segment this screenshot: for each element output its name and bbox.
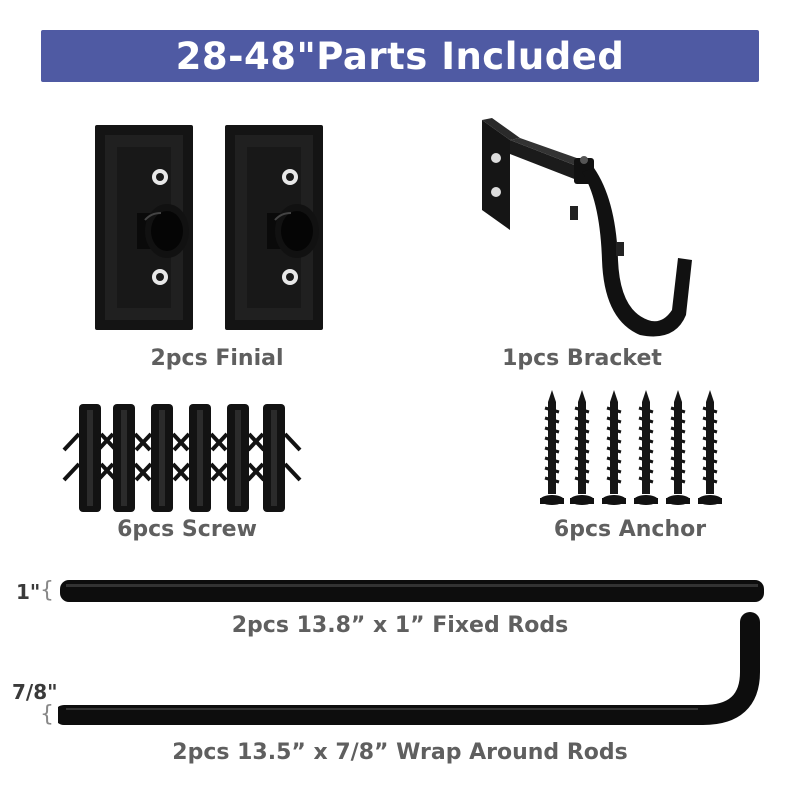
wrap-rod-diameter-label: 7/8" bbox=[12, 680, 58, 704]
finial-caption: 2pcs Finial bbox=[150, 346, 284, 371]
screw-image bbox=[62, 402, 302, 514]
anchor-image bbox=[538, 388, 724, 507]
finial-image bbox=[94, 124, 324, 330]
fixed-rods-caption: 2pcs 13.8” x 1” Fixed Rods bbox=[231, 613, 569, 638]
fixed-rod-brace: { bbox=[40, 578, 54, 603]
bracket-image bbox=[482, 118, 692, 337]
wrap-rods-caption: 2pcs 13.5” x 7/8” Wrap Around Rods bbox=[172, 740, 628, 765]
fixed-rod-diameter-label: 1" bbox=[16, 580, 41, 604]
title-banner: 28-48"Parts Included bbox=[41, 30, 759, 82]
screw-caption: 6pcs Screw bbox=[117, 517, 257, 542]
banner-title: 28-48"Parts Included bbox=[175, 34, 625, 78]
anchor-caption: 6pcs Anchor bbox=[553, 517, 707, 542]
bracket-caption: 1pcs Bracket bbox=[502, 346, 662, 371]
fixed-rod-image bbox=[60, 580, 764, 602]
wrap-rod-image bbox=[58, 612, 760, 725]
wrap-rod-brace: { bbox=[40, 702, 54, 727]
